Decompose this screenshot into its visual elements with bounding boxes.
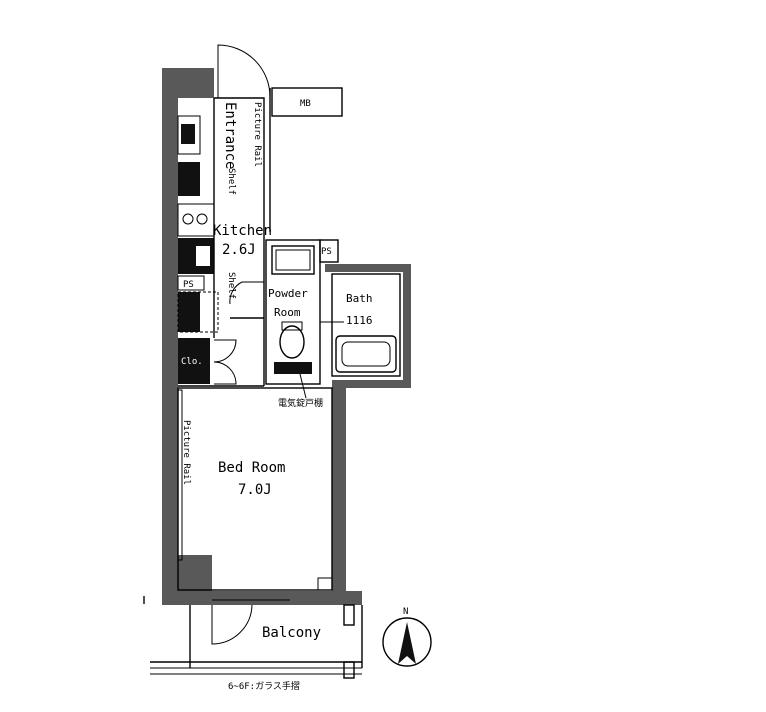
picture-rail-label-1: Picture Rail — [252, 102, 262, 167]
bathtub — [335, 335, 397, 373]
clo-label: Clo. — [181, 357, 203, 367]
west-wall — [162, 68, 178, 605]
balcony-label: Balcony — [262, 625, 321, 641]
ps-left-box — [177, 275, 205, 291]
bedroom-label: Bed Room — [218, 460, 285, 476]
entrance-wall — [214, 97, 265, 232]
shoe-cabinet — [177, 115, 201, 155]
bath-wall-south — [332, 380, 411, 388]
bedroom-size: 7.0J — [238, 482, 272, 498]
washbasin — [271, 245, 315, 275]
entrance-label: Entrance — [222, 102, 238, 169]
ps-top-label: PS — [321, 247, 332, 257]
kitchen-size: 2.6J — [222, 242, 256, 258]
handrail-note: 6~6F:ガラス手摺 — [228, 680, 300, 692]
washer-area — [178, 292, 200, 332]
bath-size: 1116 — [346, 314, 373, 327]
fridge-space — [178, 162, 200, 196]
bath-room — [331, 273, 401, 377]
stove — [177, 203, 215, 237]
south-wall — [212, 591, 362, 605]
southwest-wall-block — [162, 555, 212, 605]
northwest-wall — [162, 68, 214, 98]
bath-label: Bath — [346, 292, 373, 305]
ps-left-label: PS — [183, 280, 194, 290]
door-note: 電気錠戸棚 — [278, 397, 323, 409]
meter-box — [271, 87, 343, 117]
powder-room-label-1: Powder — [268, 287, 308, 300]
toilet — [279, 325, 305, 359]
picture-rail-label-2: Picture Rail — [181, 420, 191, 485]
compass: N — [382, 607, 432, 667]
bath-wall-east — [403, 264, 411, 388]
powder-room — [265, 239, 321, 385]
east-wall-lower — [332, 380, 346, 605]
bath-wall — [325, 264, 411, 272]
closet-door — [213, 339, 237, 363]
powder-door — [229, 281, 264, 305]
closet — [178, 338, 210, 384]
kitchen-label: Kitchen — [213, 223, 272, 239]
powder-room-label-2: Room — [274, 306, 301, 319]
toilet-mat — [274, 362, 312, 374]
balcony-door — [211, 604, 253, 645]
entrance-door — [217, 44, 271, 99]
shelf-label-2: Shelf — [226, 272, 236, 299]
ps-top-box — [319, 239, 339, 263]
mb-label: MB — [300, 99, 311, 109]
north-label: N — [403, 607, 408, 617]
shelf-label-1: Shelf — [226, 168, 236, 195]
